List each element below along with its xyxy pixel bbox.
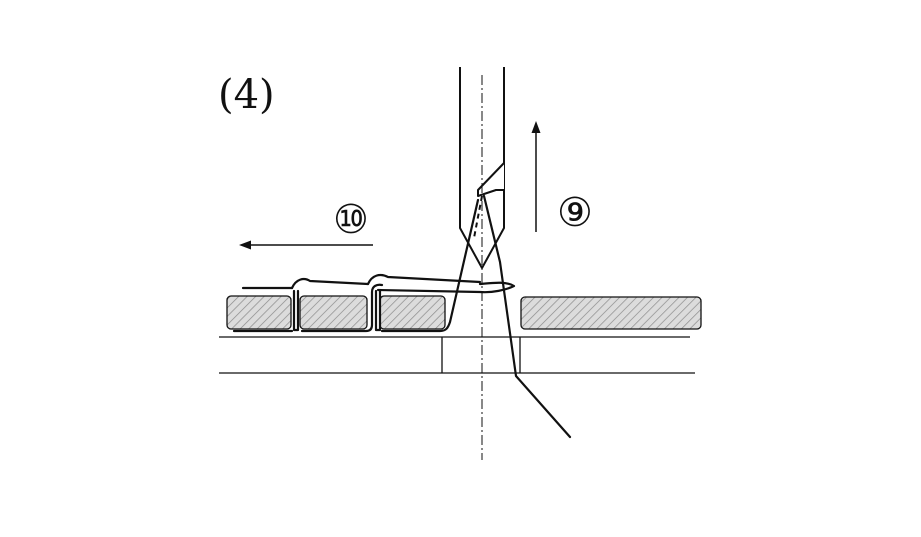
- fabric-layer: [226, 295, 702, 330]
- fabric-block-1: [226, 295, 292, 330]
- sewing-thread: [232, 194, 572, 439]
- hidden-thread: [473, 195, 483, 239]
- fabric-block-4: [520, 296, 702, 330]
- needle-motion-arrow: [531, 121, 541, 232]
- needle-plate: [219, 336, 695, 374]
- step-label: (4): [218, 72, 275, 118]
- feed-motion-label: ⑩: [333, 197, 369, 243]
- fabric-block-2: [299, 295, 368, 330]
- fabric-block-3: [379, 295, 446, 330]
- feed-direction-arrow: [239, 240, 373, 250]
- needle-motion-label: ⑨: [557, 190, 593, 236]
